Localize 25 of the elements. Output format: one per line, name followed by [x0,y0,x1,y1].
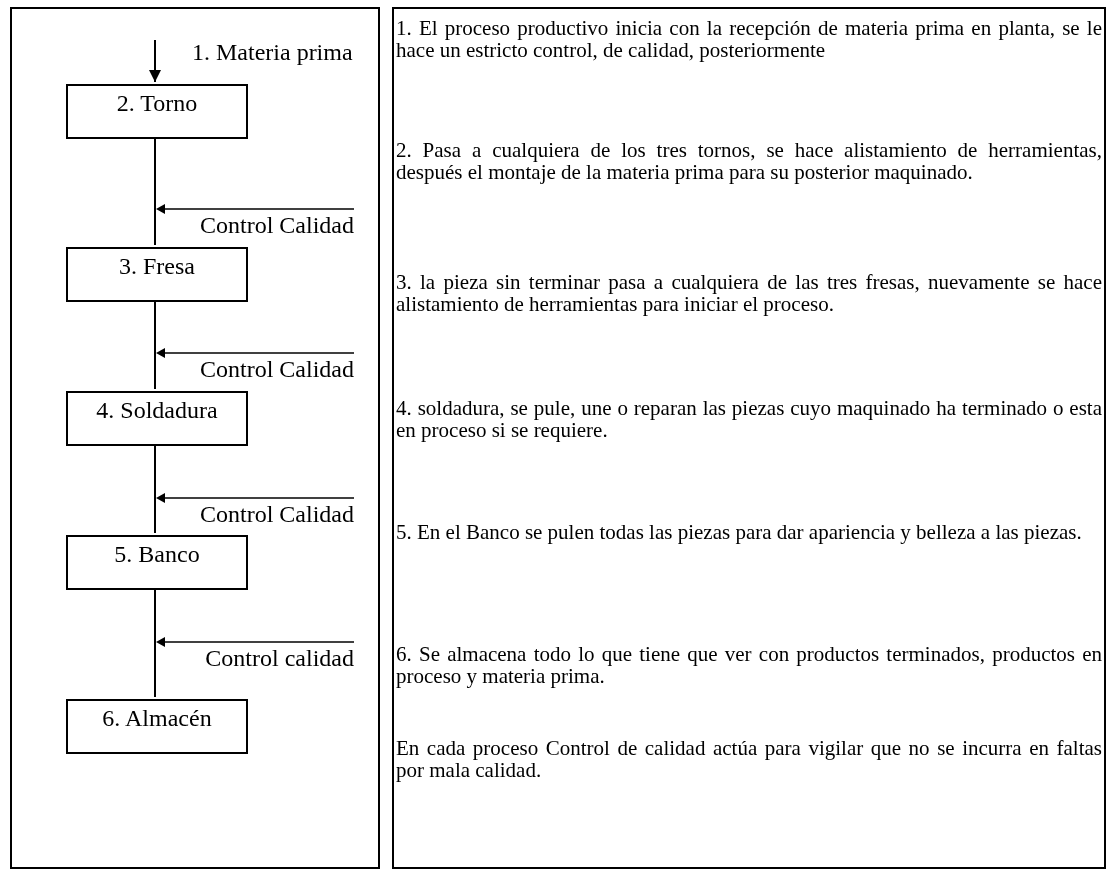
control-label: Control Calidad [200,355,354,383]
process-box [66,391,248,446]
arrow [149,39,161,83]
process-label: 6. Almacén [101,704,213,732]
description-paragraph: 2. Pasa a cualquiera de los tres tornos, se hace alistamiento de herramientas, después el montaje de la materia prima para su posterior maquinado. [396,139,1102,183]
description-paragraph: En cada proceso Control de calidad actúa para vigilar que no se incurra en faltas por mala calidad. [396,737,1102,781]
description-paragraph: 5. En el Banco se pulen todas las piezas para dar apariencia y belleza a las piezas. [396,521,1083,543]
control-label: Control Calidad [200,500,354,528]
process-box [66,535,248,590]
edge-label: 1. Materia prima [192,38,353,66]
description-panel [392,7,1106,869]
process-label: 4. Soldadura [95,396,219,424]
process-box [66,247,248,302]
process-label: 5. Banco [113,540,201,568]
description-paragraph: 1. El proceso productivo inicia con la recepción de materia prima en planta, se le hace un estricto control, de calidad, posteriormente [396,17,1102,61]
flowchart-panel [10,7,380,869]
description-paragraph: 3. la pieza sin terminar pasa a cualquiera de las tres fresas, nuevamente se hace alistamiento de herramientas para iniciar el proceso. [396,271,1102,315]
description-paragraph: 6. Se almacena todo lo que tiene que ver con productos terminados, productos en proceso y materia prima. [396,643,1102,687]
control-label: Control calidad [205,644,354,672]
process-box [66,699,248,754]
process-label: 2. Torno [115,89,199,117]
process-box [66,84,248,139]
process-label: 3. Fresa [118,252,196,280]
control-label: Control Calidad [200,211,354,239]
description-paragraph: 4. soldadura, se pule, une o reparan las piezas cuyo maquinado ha terminado o esta en proceso si se requiere. [396,397,1102,441]
